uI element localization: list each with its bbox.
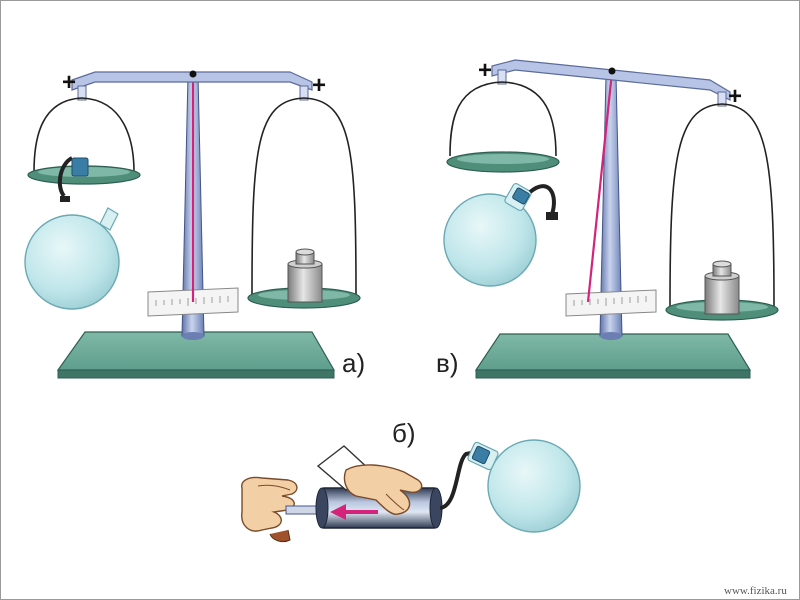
scale-a-left-hook bbox=[77, 85, 87, 101]
scale-v-right-plus: + bbox=[728, 83, 742, 110]
scale-v-left-pan-top bbox=[457, 154, 549, 164]
pump-b-clamp bbox=[471, 445, 491, 465]
scale-a-stand-foot bbox=[182, 332, 204, 340]
scale-a-weight bbox=[287, 248, 323, 303]
scale-v-base-edge bbox=[475, 369, 751, 379]
scale-v-left-plus: + bbox=[478, 57, 492, 84]
scale-v-left-hanger bbox=[449, 81, 557, 157]
scale-a-right-plus: + bbox=[312, 72, 326, 99]
right-hand bbox=[316, 445, 423, 515]
scale-v-left-hook bbox=[497, 69, 507, 85]
pump-left-cap bbox=[315, 487, 329, 529]
scale-v-tube-end bbox=[546, 212, 558, 220]
scale-v-stand-foot bbox=[600, 332, 622, 340]
scale-a-dial-ticks bbox=[155, 296, 229, 306]
scale-a-base-edge bbox=[57, 369, 335, 379]
scale-a-clamp bbox=[71, 157, 89, 177]
scale-a-left-hanger bbox=[33, 97, 135, 173]
scale-v: + + в) bbox=[436, 57, 779, 379]
scale-v-rubber-tube bbox=[528, 184, 556, 215]
scale-a-right-hook bbox=[299, 85, 309, 101]
label-b: б) bbox=[392, 418, 416, 448]
pump-arrow bbox=[330, 504, 378, 520]
scale-v-pointer bbox=[586, 71, 614, 303]
pump-b-flask bbox=[467, 439, 581, 533]
watermark: www.fizika.ru bbox=[724, 585, 787, 597]
scale-a-rubber-tube bbox=[57, 156, 74, 198]
scale-a-left-plus: + bbox=[62, 69, 76, 96]
pump-hose bbox=[439, 450, 477, 510]
scale-v-weight bbox=[704, 260, 740, 315]
scale-a-flask bbox=[24, 156, 120, 310]
scale-v-clamp bbox=[512, 187, 530, 205]
scale-a-right-hanger bbox=[251, 97, 357, 295]
left-hand bbox=[241, 476, 298, 543]
scale-v-right-hanger bbox=[669, 103, 775, 307]
scale-a: + + а) bbox=[24, 69, 365, 379]
scale-a-tube-end bbox=[60, 196, 70, 202]
scale-v-dial bbox=[565, 289, 657, 317]
label-v: в) bbox=[436, 348, 458, 378]
scale-a-pivot bbox=[189, 70, 197, 78]
pump-b: б) bbox=[241, 418, 581, 543]
scale-v-pivot bbox=[608, 67, 616, 75]
scale-v-right-hook bbox=[717, 91, 727, 107]
scale-v-flask bbox=[443, 182, 558, 287]
scale-v-dial-ticks bbox=[573, 296, 647, 306]
label-a: а) bbox=[342, 348, 365, 378]
